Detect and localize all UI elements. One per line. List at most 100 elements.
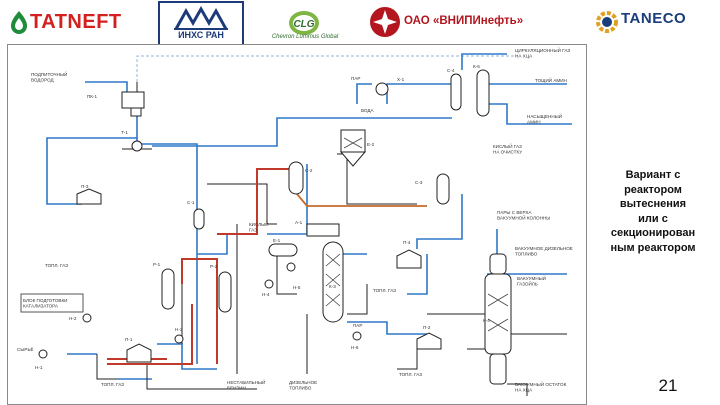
heat-exchanger-t1-icon	[131, 140, 143, 152]
label-x1: Х-1	[397, 77, 405, 82]
separator-s2-icon	[288, 161, 304, 195]
caption-line: ным реактором	[610, 241, 696, 254]
furnace-p1-icon	[126, 343, 152, 363]
orange-flow-line	[296, 193, 427, 207]
label-r1: Р-1	[153, 262, 161, 267]
pump-n1-icon	[38, 349, 48, 359]
vessel-e1-icon	[268, 243, 298, 257]
label-p1: П-1	[125, 337, 133, 342]
pump-n6-icon	[352, 331, 362, 341]
tatneft-logo: TATNEFT	[8, 2, 122, 42]
label-n3: Н-3	[175, 327, 183, 332]
column-k4-icon	[484, 273, 512, 355]
inhs-logo-text: ИНХС РАН	[178, 30, 224, 40]
clg-logo-text: Chevron Lummus Global	[271, 34, 339, 40]
column-k4-bottom-icon	[489, 353, 507, 385]
pump-n2-icon	[82, 313, 92, 323]
label-s2: С-2	[305, 168, 313, 173]
label-fuel-gas-mid: ТОПЛ. ГАЗ	[373, 288, 396, 293]
label-fuel-gas-bottom: ТОПЛ. ГАЗ	[101, 382, 124, 387]
label-n2: Н-2	[69, 316, 77, 321]
taneco-gear-icon	[596, 11, 618, 33]
air-cooler-a1-icon	[306, 223, 340, 237]
reactor-r1-icon	[161, 268, 175, 310]
label-k3: К-3	[329, 284, 336, 289]
label-s3: С-3	[415, 180, 423, 185]
page-number: 21	[658, 376, 678, 395]
furnace-p3-icon	[76, 188, 102, 205]
label-s1: С-1	[187, 200, 195, 205]
logo-bar: TATNEFT ИНХС РАН CLG Chevron Lummus Glob…	[0, 0, 720, 47]
caption-line: вытеснения	[619, 198, 687, 210]
label-r2: Р-2	[210, 264, 218, 269]
pump-n4-icon	[264, 279, 274, 289]
separator-s4-icon	[450, 73, 462, 111]
column-k4-top-icon	[489, 253, 507, 275]
label-water: ВОДА	[361, 108, 374, 113]
caption-line: Вариант с	[625, 169, 681, 181]
dashed-circ-line	[136, 55, 517, 82]
label-s4: С-4	[447, 68, 455, 73]
separator-s1-icon	[193, 208, 205, 230]
label-a1: А-1	[295, 220, 303, 225]
label-e2: Е-2	[367, 142, 375, 147]
clg-mark-text: CLG	[293, 19, 314, 30]
label-t1: Т-1	[121, 130, 128, 135]
caption-line: секционирован	[610, 227, 696, 239]
pump-n5-icon	[286, 262, 296, 272]
slide-caption: Вариант с реактором вытеснения или с сек…	[590, 168, 716, 255]
label-n6: Н-6	[351, 345, 359, 350]
separator-s3-icon	[436, 173, 450, 205]
label-n5: Н-5	[293, 285, 301, 290]
caption-line: или с	[638, 212, 668, 225]
label-steam-top: ПАР	[351, 76, 360, 81]
black-flow-lines	[96, 82, 567, 396]
compressor-pk1-icon	[121, 91, 145, 109]
furnace-p2-icon	[416, 332, 442, 350]
inhs-emblem-icon	[174, 5, 228, 30]
inhs-logo: ИНХС РАН	[158, 1, 244, 47]
pump-n3-icon	[174, 334, 184, 344]
cooler-x1-icon	[375, 82, 389, 96]
furnace-p4-icon	[396, 249, 422, 269]
column-k6-icon	[476, 69, 490, 117]
label-p2: П-2	[423, 325, 431, 330]
label-poor-amine: ТОЩИЙ АМИН	[535, 76, 567, 83]
label-k6: К-6	[473, 64, 480, 69]
label-k4: К-4	[483, 318, 490, 323]
taneco-logo	[594, 2, 620, 42]
tatneft-drop-icon	[11, 11, 27, 34]
label-n1: Н-1	[35, 365, 43, 370]
packing-marks	[325, 137, 509, 332]
clg-leaf-icon: CLG	[289, 11, 319, 35]
label-fuel-gas-left: ТОПЛ. ГАЗ	[45, 263, 68, 268]
clg-logo: CLG	[284, 3, 324, 43]
label-n4: Н-4	[262, 292, 270, 297]
vessel-e2-icon	[340, 129, 366, 153]
label-p4: П-4	[403, 240, 411, 245]
vnipi-logo	[368, 2, 402, 42]
vnipi-logo-text: ОАО «ВНИПИнефть»	[404, 15, 524, 27]
label-fuel-gas-right: ТОПЛ. ГАЗ	[399, 372, 422, 377]
taneco-logo-text: TANECO	[621, 10, 687, 27]
label-feed: СЫРЬЁ	[17, 346, 34, 352]
tatneft-logo-text: TATNEFT	[30, 10, 122, 33]
label-p3: П-3	[81, 184, 89, 189]
label-pk1: ПК-1	[87, 94, 98, 99]
catalyst-block-box	[20, 293, 84, 313]
label-steam-mid: ПАР	[353, 323, 362, 328]
